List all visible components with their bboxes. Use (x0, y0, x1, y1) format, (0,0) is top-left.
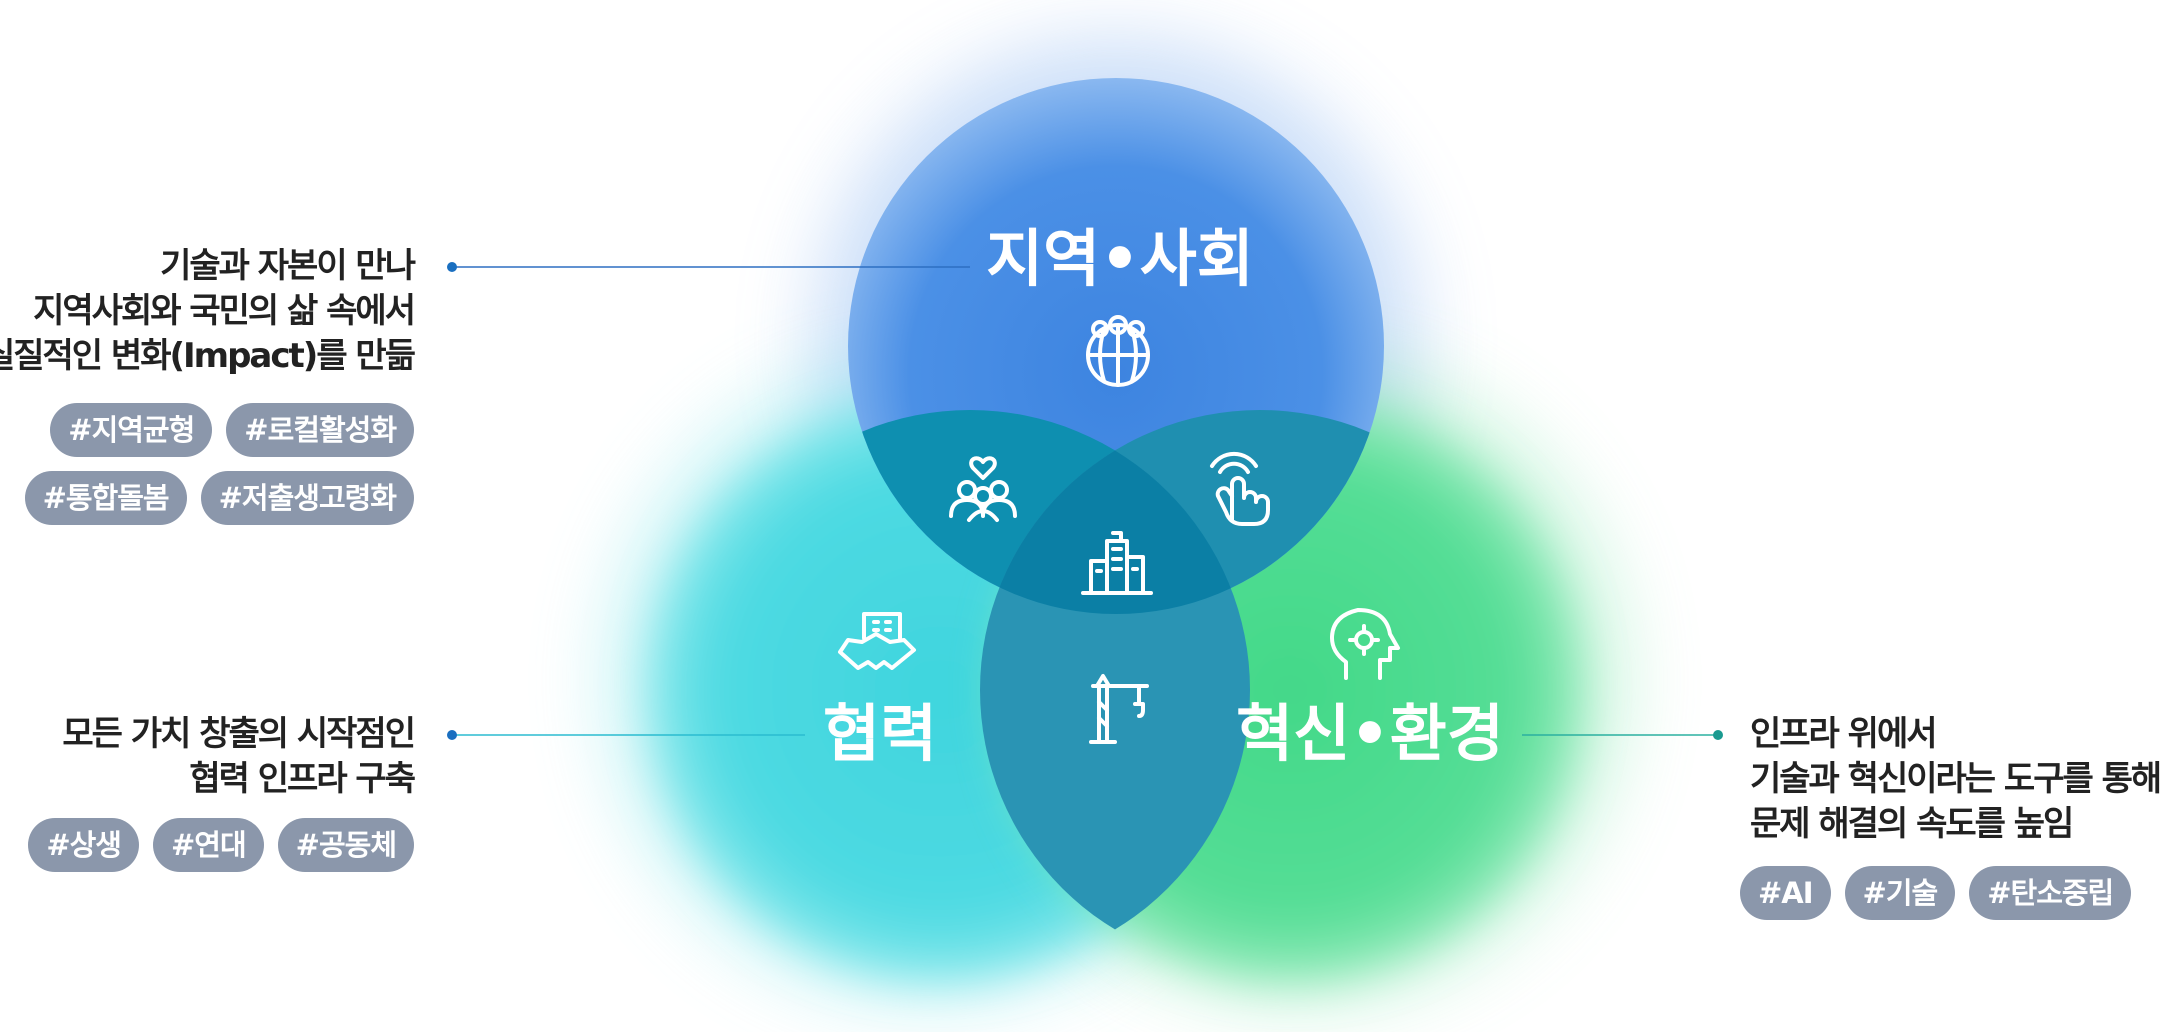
label-left: 협력 (823, 697, 937, 770)
tag-badge: #탄소중립 (1969, 866, 2132, 920)
tag-badge: #연대 (152, 818, 264, 872)
tag-badge: #지역균형 (50, 403, 213, 457)
callout-line: 지역사회와 국민의 삶 속에서 (33, 291, 416, 331)
callout-line: 기술과 자본이 만나 (160, 246, 416, 286)
callout-line: 기술과 혁신이라는 도구를 통해 (1750, 759, 2162, 799)
tag-badge: #통합돌봄 (24, 471, 187, 525)
callout-innovation-text: 인프라 위에서 기술과 혁신이라는 도구를 통해 문제 해결의 속도를 높임 (1750, 712, 2162, 847)
callout-line: 인프라 위에서 (1750, 714, 1938, 754)
crane-icon (1089, 674, 1149, 744)
tag-badge: #기술 (1844, 866, 1956, 920)
label-top: 지역•사회 (986, 222, 1254, 295)
callout-line: 문제 해결의 속도를 높임 (1750, 804, 2074, 844)
connector-cooperation (447, 730, 805, 740)
tag-badge: #공동체 (277, 818, 414, 872)
tag-badge: #로컬활성화 (226, 403, 414, 457)
callout-cooperation-tags: #상생 #연대 #공동체 (0, 818, 414, 872)
head-gear-icon (1330, 608, 1400, 680)
connector-innovation (1522, 730, 1723, 740)
connector-community (447, 262, 970, 272)
callout-community-tags: #지역균형 #로컬활성화 #통합돌봄 #저출생고령화 (0, 403, 414, 525)
tag-badge: #상생 (28, 818, 139, 872)
city-buildings-icon (1081, 531, 1153, 595)
callout-line: 협력 인프라 구축 (189, 759, 416, 799)
tag-badge: #AI (1740, 866, 1831, 920)
label-right: 혁신•환경 (1236, 697, 1504, 770)
callout-line: 실질적인 변화(Impact)를 만듦 (0, 336, 416, 376)
tag-badge: #저출생고령화 (200, 471, 414, 525)
community-heart-icon (949, 456, 1017, 522)
touch-hand-icon (1210, 451, 1270, 526)
callout-cooperation-text: 모든 가치 창출의 시작점인 협력 인프라 구축 (62, 712, 416, 802)
globe-people-icon (1086, 315, 1150, 387)
callout-line: 모든 가치 창출의 시작점인 (62, 714, 416, 754)
callout-innovation-tags: #AI #기술 #탄소중립 (1740, 866, 2160, 920)
handshake-building-icon (838, 612, 916, 670)
callout-community-text: 기술과 자본이 만나 지역사회와 국민의 삶 속에서 실질적인 변화(Impac… (0, 244, 416, 379)
